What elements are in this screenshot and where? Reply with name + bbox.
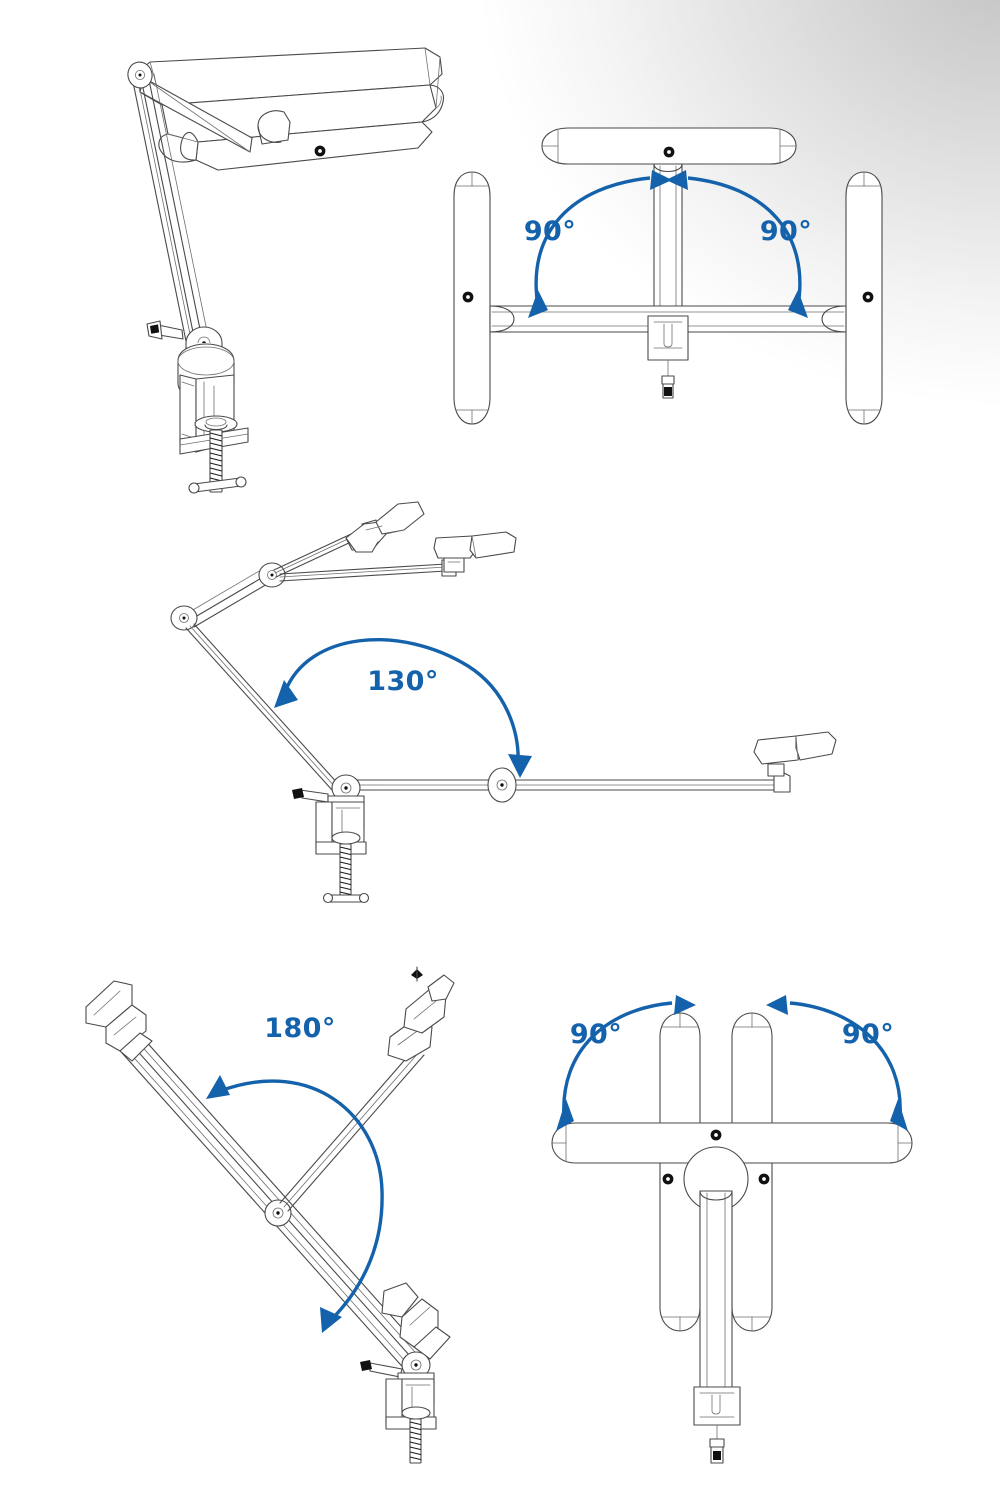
panel-elbow-rotation-view: 180° [70, 965, 470, 1465]
lower-arm-horizontal [345, 731, 837, 803]
angle-arc-130 [274, 638, 532, 778]
arm-mid-joint [258, 562, 286, 588]
lamp-head-right-position [845, 171, 883, 425]
lamp-head-raised [345, 501, 425, 553]
vertical-post-top-view [699, 1190, 733, 1394]
angle-label-left-bottom: 90° [570, 1019, 622, 1050]
angle-label-left: 90° [524, 216, 576, 247]
clamp-base-top [647, 315, 689, 399]
branch-arm-rotated [279, 1046, 425, 1212]
angle-arc-left-90-bottom [556, 995, 696, 1131]
base-joint-and-clamp [292, 774, 370, 904]
lamp-top-hinge-iso [127, 61, 153, 89]
angle-arc-right-90-bottom [766, 995, 908, 1131]
panel-head-rotation-top-view: 90° 90° [550, 975, 950, 1475]
lamp-upper-arm-iso [132, 73, 208, 342]
lamp-head-left-position [453, 171, 491, 425]
panel-head-swivel-top-view: 90° 90° [450, 110, 910, 480]
lamp-head-vertical-right [731, 1012, 773, 1332]
angle-label-right: 90° [760, 216, 812, 247]
lamp-head-top-position [541, 127, 797, 165]
angle-arc-180 [206, 1075, 384, 1333]
clamp-base-top-view [693, 1386, 741, 1464]
angle-arc-right-90 [666, 170, 808, 318]
panel-isometric-lamp-view [100, 30, 500, 494]
lamp-head-upper-left [85, 980, 153, 1062]
angle-arc-left-90 [528, 170, 672, 318]
clamp-assembly-iso [177, 343, 249, 494]
lamp-head-horizontal-home [551, 1122, 913, 1164]
lamp-head-top-right-rotated [387, 966, 455, 1062]
main-diagonal-arm [105, 1018, 429, 1374]
lamp-head-horizontal-upper [433, 531, 517, 573]
panel-arm-fold-side-view: 130° [150, 480, 870, 930]
angle-label-right-bottom: 90° [842, 1019, 894, 1050]
angle-label-180: 180° [264, 1013, 335, 1044]
base-hinge-clamp-bottom [360, 1351, 437, 1464]
angle-label-130: 130° [367, 666, 438, 697]
lamp-head-iso [137, 47, 445, 171]
arm-raised-position [170, 566, 341, 791]
lamp-head-lower-right [381, 1282, 451, 1360]
